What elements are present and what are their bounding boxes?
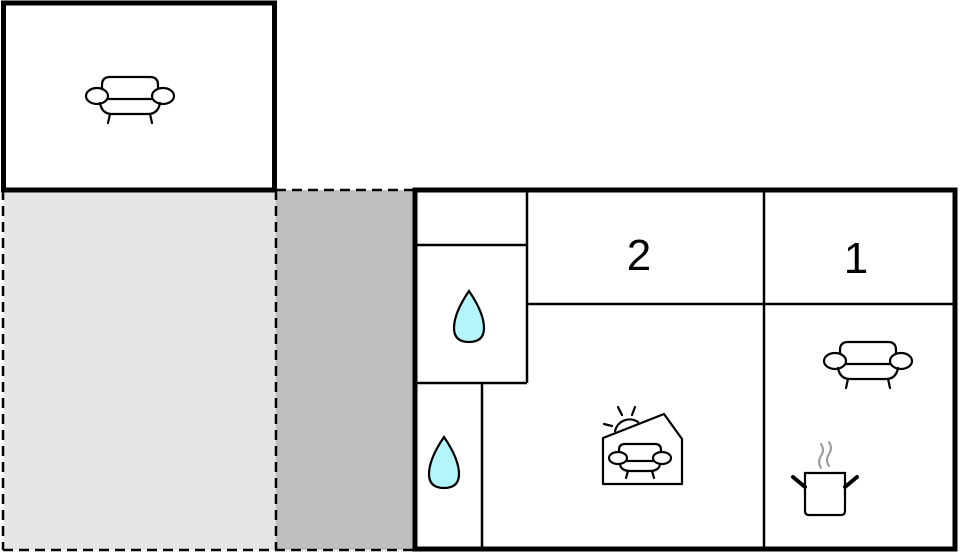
terrace-covered	[276, 190, 414, 550]
bedroom-2-label: 2	[627, 231, 651, 280]
sofa-icon	[84, 75, 176, 125]
room-annex	[1, 0, 277, 193]
interior-walls	[415, 190, 955, 549]
main-house-outline	[412, 187, 958, 552]
terrace-outline	[1, 188, 414, 552]
water-drop-icon	[427, 435, 461, 490]
sunroom-sofa-icon	[601, 405, 684, 486]
sofa-icon	[822, 340, 914, 390]
water-drop-icon	[452, 289, 486, 344]
bedroom-1-label: 1	[844, 234, 868, 283]
terrace-open	[4, 190, 276, 550]
cooking-pot-icon	[791, 441, 859, 517]
